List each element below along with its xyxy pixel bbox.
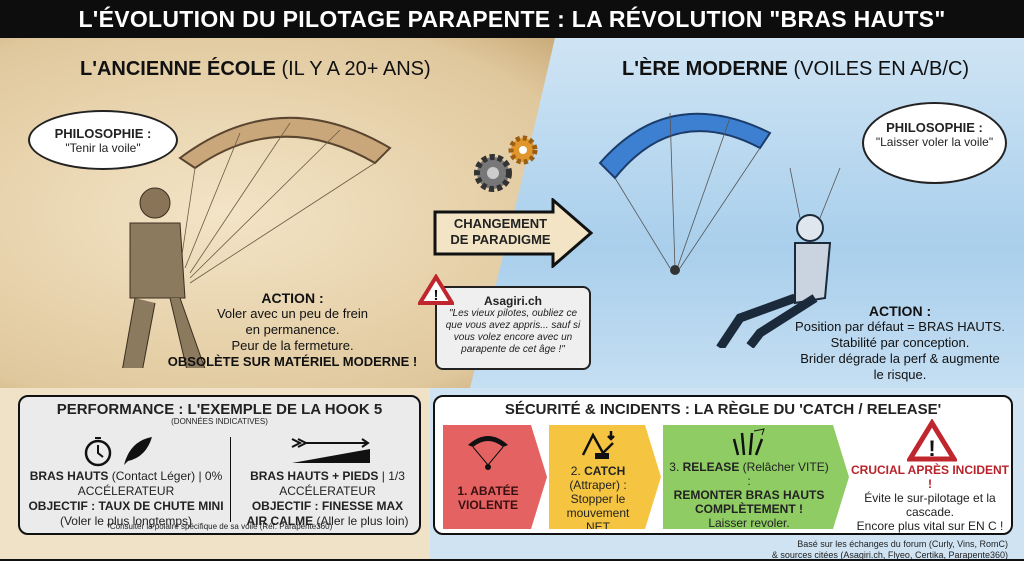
old-school-pilot-illustration xyxy=(122,116,392,368)
step-abatee: 1. ABATÉE VIOLENTE xyxy=(443,425,547,529)
asagiri-quote-box: Asagiri.ch "Les vieux pilotes, oubliez c… xyxy=(435,286,591,370)
svg-text:!: ! xyxy=(928,436,935,461)
performance-left-text: BRAS HAUTS (Contact Léger) | 0% ACCÉLERA… xyxy=(28,469,224,528)
security-title: SÉCURITÉ & INCIDENTS : LA RÈGLE DU 'CATC… xyxy=(504,401,942,418)
performance-right-text: BRAS HAUTS + PIEDS | 1/3 ACCÉLERATEUR OB… xyxy=(246,469,409,528)
stopwatch-feather-icon xyxy=(84,437,152,467)
warning-icon: ! xyxy=(418,274,454,305)
security-box: SÉCURITÉ & INCIDENTS : LA RÈGLE DU 'CATC… xyxy=(433,395,1013,535)
open-hand-icon xyxy=(724,427,774,457)
modern-heading: L'ÈRE MODERNE (VOILES EN A/B/C) xyxy=(622,58,970,80)
page-title: L'ÉVOLUTION DU PILOTAGE PARAPENTE : LA R… xyxy=(0,0,1024,38)
performance-title: PERFORMANCE : L'EXEMPLE DE LA HOOK 5 xyxy=(56,401,383,418)
gears-icon xyxy=(474,135,538,192)
performance-subtitle: (DONNÉES INDICATIVES) xyxy=(171,417,268,426)
step-catch: 2. CATCH (Attraper) : Stopper le mouveme… xyxy=(549,425,661,529)
modern-action: ACTION : Position par défaut = BRAS HAUT… xyxy=(795,303,1005,382)
old-school-heading: L'ANCIENNE ÉCOLE (IL Y A 20+ ANS) xyxy=(80,58,431,80)
crucial-note: CRUCIAL APRÈS INCIDENT ! Évite le sur-pi… xyxy=(850,463,1009,533)
step-release: 3. RELEASE (Relâcher VITE) : REMONTER BR… xyxy=(663,425,849,529)
speed-arrow-ramp-icon xyxy=(291,438,370,463)
hand-grab-icon xyxy=(573,429,623,461)
performance-box: PERFORMANCE : L'EXEMPLE DE LA HOOK 5 (DO… xyxy=(18,395,421,535)
modern-philosophy-bubble: PHILOSOPHIE :"Laisser voler la voile" xyxy=(862,102,1007,184)
paraglider-icon xyxy=(458,429,518,473)
old-school-philosophy-bubble: PHILOSOPHIE :"Tenir la voile" xyxy=(28,110,178,170)
warning-triangle-icon: ! xyxy=(907,419,957,462)
performance-divider xyxy=(230,437,231,522)
modern-pilot-illustration xyxy=(598,112,841,348)
svg-text:!: ! xyxy=(434,287,439,304)
old-school-action: ACTION : Voler avec un peu de frein en p… xyxy=(167,290,418,369)
footer-sources: Basé sur les échanges du forum (Curly, V… xyxy=(771,539,1008,560)
comparison-panel: L'ANCIENNE ÉCOLE (IL Y A 20+ ANS) PHILOS… xyxy=(0,38,1024,388)
performance-footnote: *Consulter la polaire spécifique de sa v… xyxy=(106,522,333,531)
